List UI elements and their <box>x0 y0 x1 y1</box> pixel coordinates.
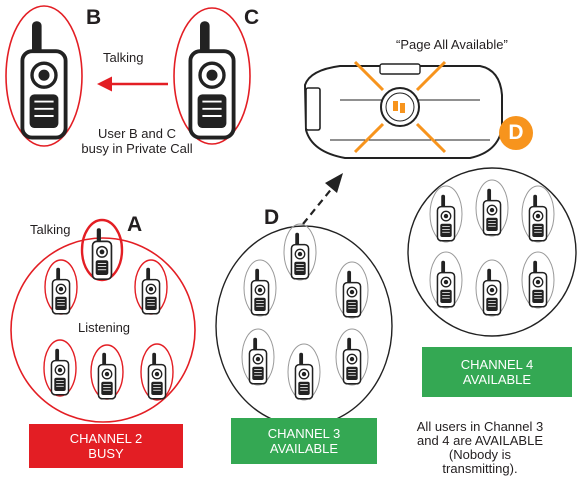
page-all-label: “Page All Available” <box>396 37 508 52</box>
channel2-status-line1: CHANNEL 2 <box>69 431 143 446</box>
available-note-line1: All users in Channel 3 <box>416 419 544 434</box>
user-c-label: C <box>244 6 260 29</box>
channel2-user <box>140 343 174 401</box>
channel3-status-box: CHANNEL 3 AVAILABLE <box>231 418 377 464</box>
radio-top-view-icon <box>303 60 503 159</box>
talking-label: Talking <box>103 50 144 65</box>
available-note-line2: and 4 are AVAILABLE <box>417 433 543 448</box>
user-b-radio-icon <box>20 20 68 140</box>
channel4-status-line2: AVAILABLE <box>462 372 532 387</box>
channel4-users <box>429 179 555 317</box>
available-note: All users in Channel 3 and 4 are AVAILAB… <box>390 420 570 476</box>
private-call-note-line1: User B and C <box>97 126 177 141</box>
listening-label: Listening <box>78 320 131 335</box>
channel2-status-box: CHANNEL 2 BUSY <box>29 424 183 468</box>
user-c-radio-icon <box>188 20 236 140</box>
user-b-label: B <box>86 6 102 29</box>
channel3-status-line2: AVAILABLE <box>269 441 339 456</box>
user-d-badge: D <box>499 116 533 150</box>
available-note-line4: transmitting). <box>442 461 518 476</box>
channel4-circle <box>407 167 577 337</box>
channel3-status-line1: CHANNEL 3 <box>267 426 341 441</box>
ch2-talking-label: Talking <box>30 222 71 237</box>
channel2-circle <box>10 237 196 423</box>
user-a-label: A <box>127 213 143 236</box>
page-arrowhead <box>325 173 343 193</box>
user-d-label: D <box>264 206 280 229</box>
channel3-users <box>241 223 369 401</box>
channel4-status-line1: CHANNEL 4 <box>460 357 534 372</box>
user-b-ring <box>5 5 83 147</box>
channel4-status-box: CHANNEL 4 AVAILABLE <box>422 347 572 397</box>
channel2-status-line2: BUSY <box>88 446 124 461</box>
private-call-note-line2: busy in Private Call <box>81 141 193 156</box>
available-note-line3: (Nobody is <box>448 447 512 462</box>
private-call-note: User B and C busy in Private Call <box>52 126 222 156</box>
user-c-ring <box>173 7 251 145</box>
page-dashed-arrow <box>302 186 334 225</box>
channel2-user <box>43 339 77 397</box>
